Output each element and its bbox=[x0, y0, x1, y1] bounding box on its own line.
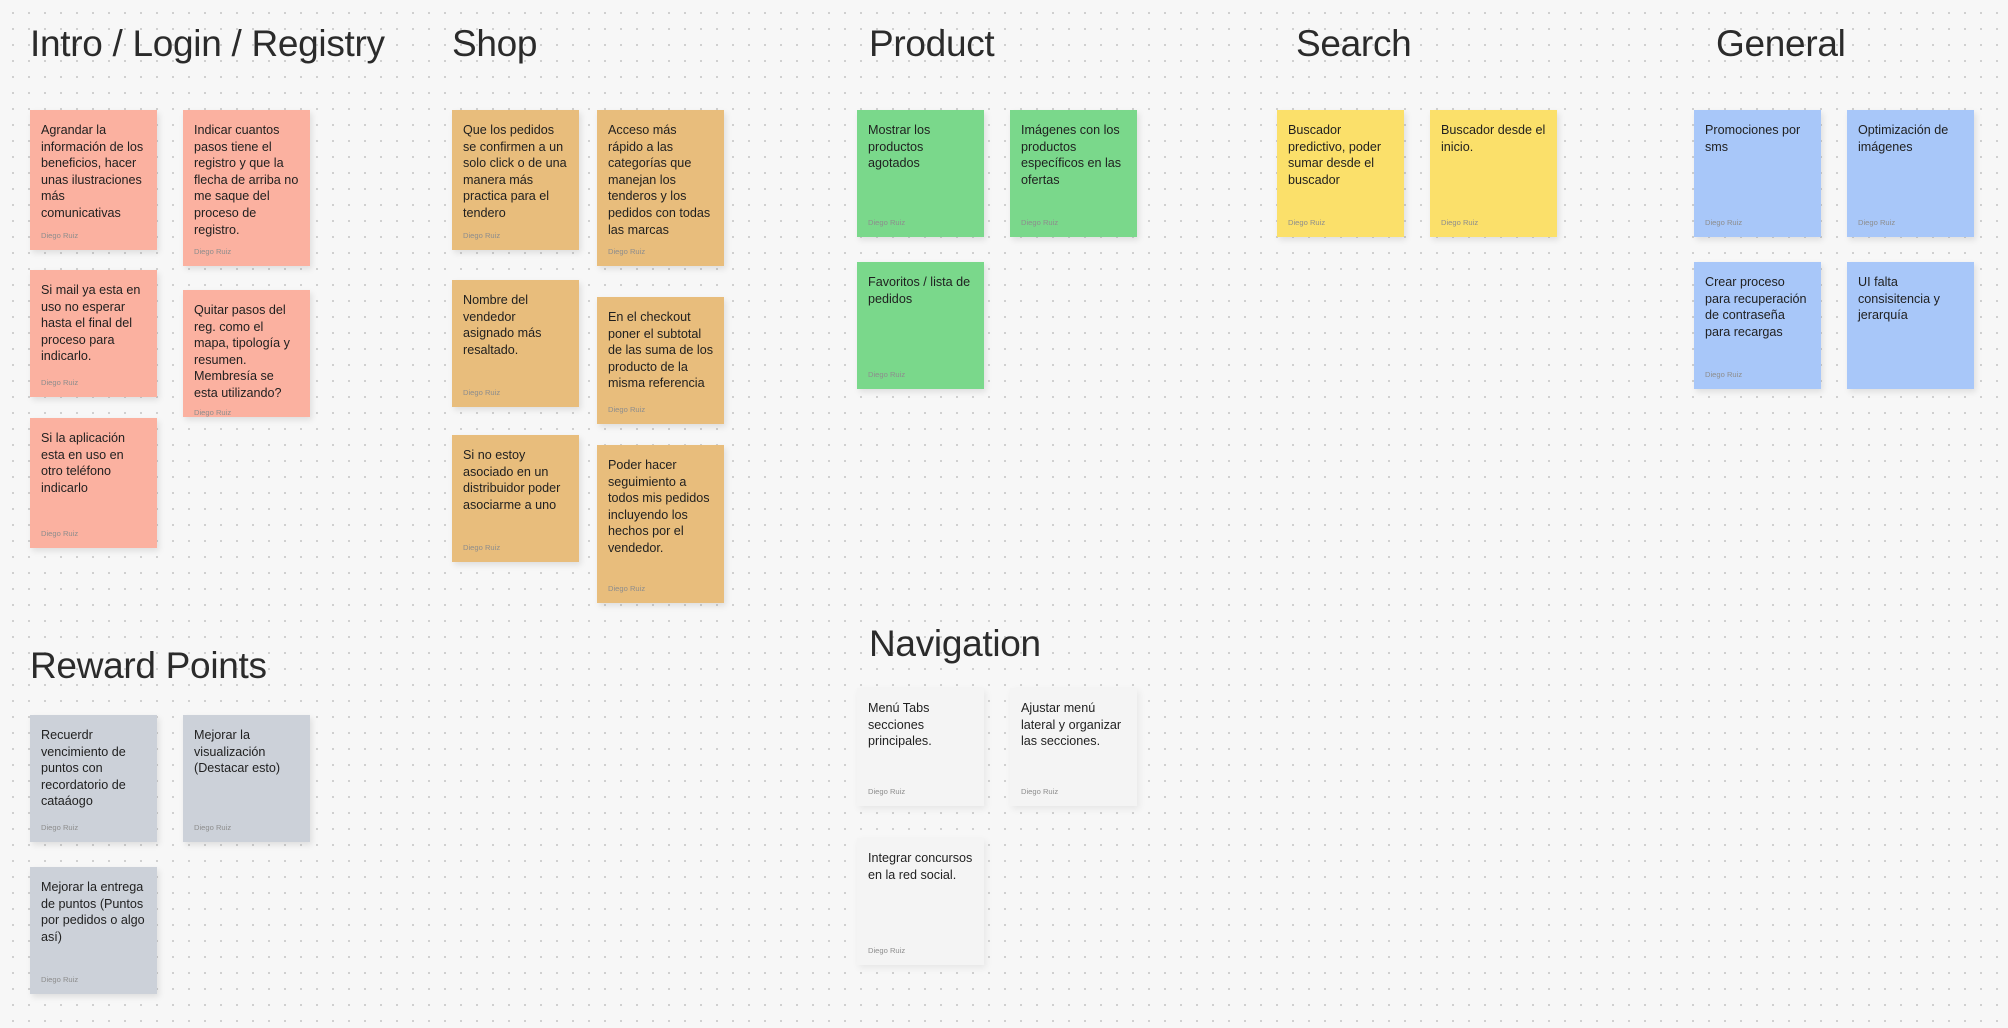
sticky-note-text: Menú Tabs secciones principales. bbox=[868, 701, 933, 749]
sticky-note-text: Imágenes con los productos específicos e… bbox=[1021, 123, 1125, 187]
sticky-note-author: Diego Ruiz bbox=[1705, 370, 1743, 379]
sticky-note-author: Diego Ruiz bbox=[463, 231, 501, 240]
sticky-note-text: Optimización de imágenes bbox=[1858, 123, 1952, 154]
sticky-note[interactable]: Poder hacer seguimiento a todos mis pedi… bbox=[597, 445, 724, 603]
sticky-note[interactable]: Integrar concursos en la red social. Dieg… bbox=[857, 838, 984, 965]
sticky-note-text: Mejorar la entrega de puntos (Puntos por… bbox=[41, 880, 149, 944]
sticky-note-text: Acceso más rápido a las categorías que m… bbox=[608, 123, 714, 237]
sticky-note-author: Diego Ruiz bbox=[194, 823, 232, 832]
sticky-note-text: Quitar pasos del reg. como el mapa, tipo… bbox=[194, 303, 294, 400]
sticky-note-author: Diego Ruiz bbox=[868, 946, 906, 955]
sticky-note-author: Diego Ruiz bbox=[1021, 218, 1059, 227]
sticky-note-author: Diego Ruiz bbox=[41, 231, 79, 240]
sticky-note-text: Agrandar la información de los beneficio… bbox=[41, 123, 147, 220]
sticky-note[interactable]: Mejorar la entrega de puntos (Puntos por… bbox=[30, 867, 157, 994]
section-title-navigation: Navigation bbox=[869, 623, 1041, 664]
sticky-note[interactable]: Agrandar la información de los beneficio… bbox=[30, 110, 157, 250]
sticky-note-text: Mejorar la visualización (Destacar esto) bbox=[194, 728, 281, 776]
sticky-note[interactable]: Imágenes con los productos específicos e… bbox=[1010, 110, 1137, 237]
sticky-note[interactable]: Quitar pasos del reg. como el mapa, tipo… bbox=[183, 290, 310, 417]
sticky-note-author: Diego Ruiz bbox=[868, 787, 906, 796]
sticky-note[interactable]: Si la aplicación esta en uso en otro tel… bbox=[30, 418, 157, 548]
sticky-note-text: Ajustar menú lateral y organizar las sec… bbox=[1021, 701, 1125, 749]
sticky-note[interactable]: Indicar cuantos pasos tiene el registro … bbox=[183, 110, 310, 266]
sticky-note-text: Si mail ya esta en uso no esperar hasta … bbox=[41, 283, 144, 364]
sticky-note-text: Buscador predictivo, poder sumar desde e… bbox=[1288, 123, 1385, 187]
sticky-note-text: Si no estoy asociado en un distribuidor … bbox=[463, 448, 564, 512]
sticky-note-author: Diego Ruiz bbox=[1441, 218, 1479, 227]
sticky-note[interactable]: Buscador desde el inicio. Diego Ruiz bbox=[1430, 110, 1557, 237]
section-title-intro: Intro / Login / Registry bbox=[30, 23, 385, 64]
sticky-note-author: Diego Ruiz bbox=[608, 405, 646, 414]
sticky-note[interactable]: Buscador predictivo, poder sumar desde e… bbox=[1277, 110, 1404, 237]
sticky-note[interactable]: En el checkout poner el subtotal de las … bbox=[597, 297, 724, 424]
sticky-note-text: Promociones por sms bbox=[1705, 123, 1804, 154]
sticky-note-text: Crear proceso para recuperación de contr… bbox=[1705, 275, 1811, 339]
sticky-note[interactable]: Que los pedidos se confirmen a un solo c… bbox=[452, 110, 579, 250]
sticky-note-author: Diego Ruiz bbox=[1021, 787, 1059, 796]
section-title-reward-points: Reward Points bbox=[30, 645, 267, 686]
section-title-general: General bbox=[1716, 23, 1846, 64]
sticky-note[interactable]: UI falta consisitencia y jerarquía bbox=[1847, 262, 1974, 389]
sticky-note-author: Diego Ruiz bbox=[194, 407, 232, 417]
sticky-note-text: Poder hacer seguimiento a todos mis pedi… bbox=[608, 458, 714, 555]
sticky-note-author: Diego Ruiz bbox=[868, 218, 906, 227]
sticky-note-author: Diego Ruiz bbox=[608, 584, 646, 593]
sticky-note-author: Diego Ruiz bbox=[194, 247, 232, 256]
sticky-note-text: Que los pedidos se confirmen a un solo c… bbox=[463, 123, 571, 220]
sticky-note-author: Diego Ruiz bbox=[463, 388, 501, 397]
sticky-note-text: UI falta consisitencia y jerarquía bbox=[1858, 275, 1944, 323]
sticky-note-text: Favoritos / lista de pedidos bbox=[868, 275, 974, 306]
sticky-note-author: Diego Ruiz bbox=[1288, 218, 1326, 227]
sticky-note[interactable]: Si mail ya esta en uso no esperar hasta … bbox=[30, 270, 157, 397]
sticky-note-author: Diego Ruiz bbox=[1705, 218, 1743, 227]
sticky-note-text: Indicar cuantos pasos tiene el registro … bbox=[194, 123, 302, 237]
sticky-note-text: En el checkout poner el subtotal de las … bbox=[608, 310, 717, 391]
sticky-note-text: Recuerdr vencimiento de puntos con recor… bbox=[41, 728, 130, 809]
sticky-note[interactable]: Nombre del vendedor asignado más resalta… bbox=[452, 280, 579, 407]
sticky-note-author: Diego Ruiz bbox=[41, 529, 79, 538]
sticky-note[interactable]: Si no estoy asociado en un distribuidor … bbox=[452, 435, 579, 562]
sticky-note-author: Diego Ruiz bbox=[868, 370, 906, 379]
sticky-note-text: Buscador desde el inicio. bbox=[1441, 123, 1549, 154]
sticky-note-text: Nombre del vendedor asignado más resalta… bbox=[463, 293, 545, 357]
sticky-note-text: Mostrar los productos agotados bbox=[868, 123, 934, 171]
sticky-note[interactable]: Acceso más rápido a las categorías que m… bbox=[597, 110, 724, 266]
sticky-note-author: Diego Ruiz bbox=[41, 823, 79, 832]
sticky-note-author: Diego Ruiz bbox=[1858, 218, 1896, 227]
sticky-note[interactable]: Recuerdr vencimiento de puntos con recor… bbox=[30, 715, 157, 842]
sticky-note-text: Integrar concursos en la red social. bbox=[868, 851, 976, 882]
sticky-note[interactable]: Menú Tabs secciones principales. Diego Ru… bbox=[857, 688, 984, 806]
sticky-note-author: Diego Ruiz bbox=[41, 975, 79, 984]
sticky-note-author: Diego Ruiz bbox=[463, 543, 501, 552]
sticky-note[interactable]: Ajustar menú lateral y organizar las sec… bbox=[1010, 688, 1137, 806]
sticky-note-author: Diego Ruiz bbox=[608, 247, 646, 256]
section-title-product: Product bbox=[869, 23, 995, 64]
sticky-note-text: Si la aplicación esta en uso en otro tel… bbox=[41, 431, 129, 495]
section-title-shop: Shop bbox=[452, 23, 538, 64]
sticky-note[interactable]: Crear proceso para recuperación de contr… bbox=[1694, 262, 1821, 389]
sticky-note-author: Diego Ruiz bbox=[41, 378, 79, 387]
sticky-note[interactable]: Mejorar la visualización (Destacar esto)… bbox=[183, 715, 310, 842]
section-title-search: Search bbox=[1296, 23, 1412, 64]
